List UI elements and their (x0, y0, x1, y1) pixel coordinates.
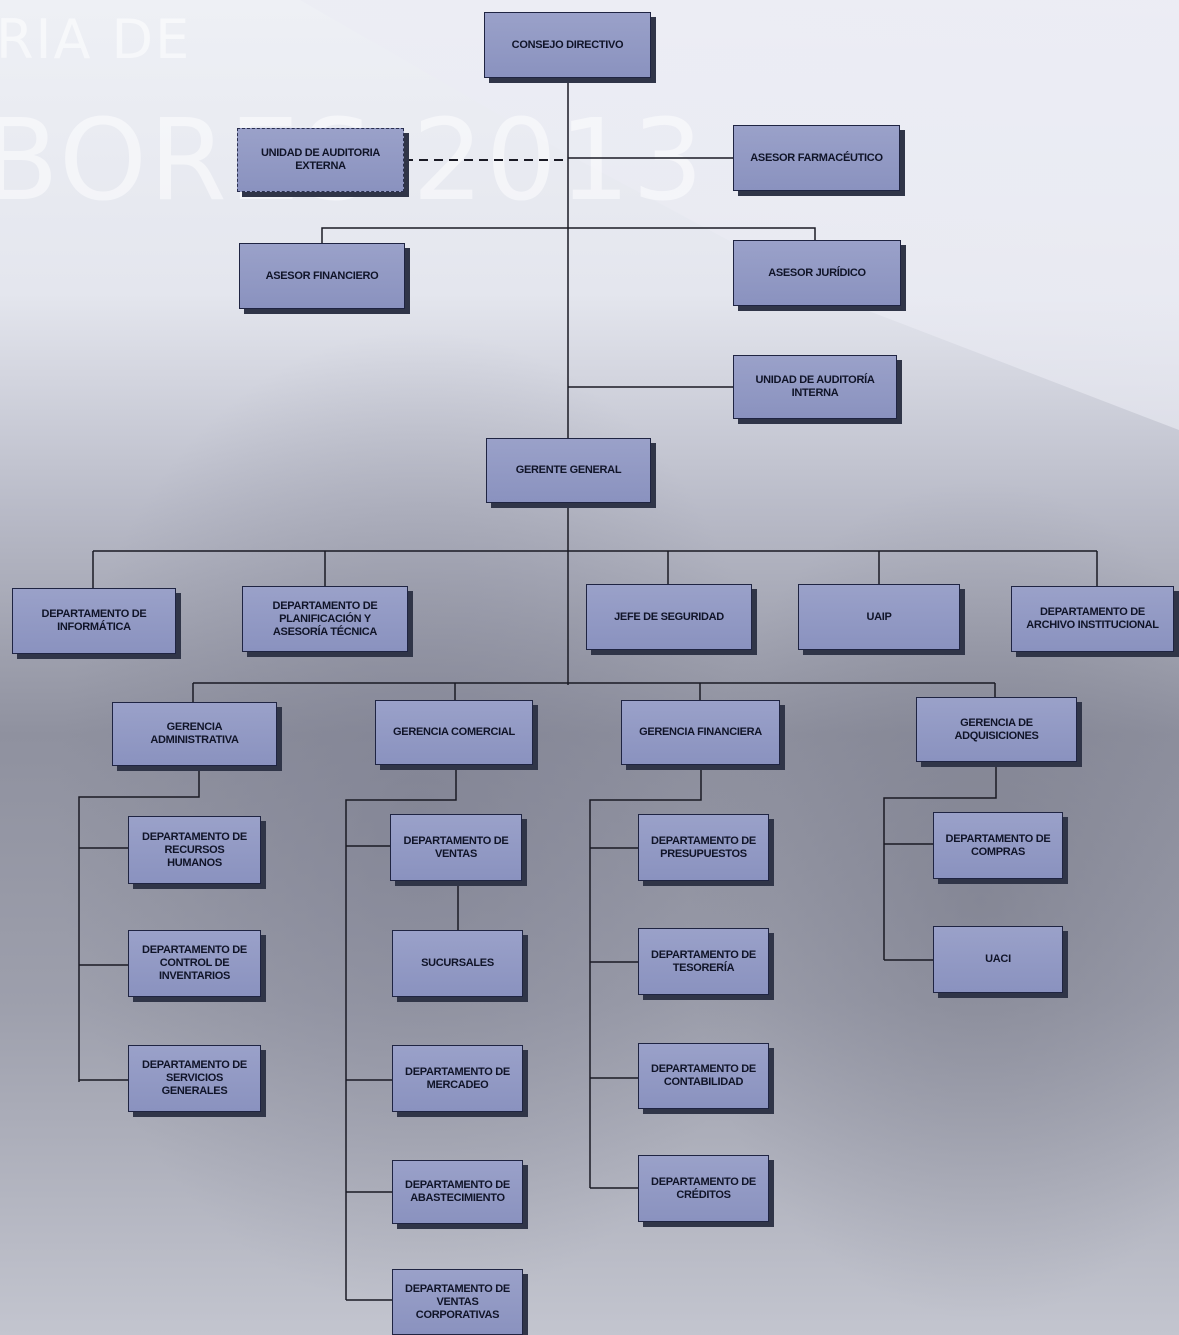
box-depto-tesoreria: DEPARTAMENTO DE TESORERÍA (638, 928, 769, 995)
box-uaci: UACI (933, 926, 1063, 993)
box-depto-servicios-generales: DEPARTAMENTO DE SERVICIOS GENERALES (128, 1045, 261, 1112)
box-asesor-farmaceutico: ASESOR FARMACÉUTICO (733, 125, 900, 191)
box-consejo-directivo: CONSEJO DIRECTIVO (484, 12, 651, 78)
box-depto-creditos: DEPARTAMENTO DE CRÉDITOS (638, 1155, 769, 1222)
box-gerencia-comercial: GERENCIA COMERCIAL (375, 700, 533, 765)
connector-asesores (321, 227, 816, 245)
box-depto-archivo: DEPARTAMENTO DE ARCHIVO INSTITUCIONAL (1011, 586, 1174, 652)
box-depto-ventas: DEPARTAMENTO DE VENTAS (390, 814, 522, 881)
box-uaip: UAIP (798, 584, 960, 650)
box-unidad-auditoria-interna: UNIDAD DE AUDITORÍA INTERNA (733, 355, 897, 419)
box-depto-recursos-humanos: DEPARTAMENTO DE RECURSOS HUMANOS (128, 816, 261, 884)
box-depto-mercadeo: DEPARTAMENTO DE MERCADEO (392, 1045, 523, 1112)
box-depto-contabilidad: DEPARTAMENTO DE CONTABILIDAD (638, 1043, 769, 1109)
box-gerente-general: GERENTE GENERAL (486, 438, 651, 503)
box-asesor-financiero: ASESOR FINANCIERO (239, 243, 405, 309)
box-depto-abastecimiento: DEPARTAMENTO DE ABASTECIMIENTO (392, 1160, 523, 1224)
box-depto-presupuestos: DEPARTAMENTO DE PRESUPUESTOS (638, 814, 769, 881)
box-sucursales: SUCURSALES (392, 930, 523, 997)
box-gerencia-adquisiciones: GERENCIA DE ADQUISICIONES (916, 697, 1077, 762)
box-depto-compras: DEPARTAMENTO DE COMPRAS (933, 812, 1063, 879)
background-watermark-line1: RIA DE (0, 8, 192, 71)
connector-admin-spine (78, 765, 200, 1082)
connector-comercial-spine (345, 765, 457, 1300)
box-jefe-seguridad: JEFE DE SEGURIDAD (586, 584, 752, 650)
box-unidad-auditoria-externa: UNIDAD DE AUDITORIA EXTERNA (237, 128, 404, 192)
box-gerencia-administrativa: GERENCIA ADMINISTRATIVA (112, 702, 277, 766)
connector-adquisiciones-spine (883, 762, 997, 960)
box-depto-control-inventarios: DEPARTAMENTO DE CONTROL DE INVENTARIOS (128, 930, 261, 997)
box-gerencia-financiera: GERENCIA FINANCIERA (621, 700, 780, 765)
box-depto-planificacion: DEPARTAMENTO DE PLANIFICACIÓN Y ASESORÍA… (242, 586, 408, 652)
connector-financiera-spine (589, 765, 702, 1188)
box-asesor-juridico: ASESOR JURÍDICO (733, 240, 901, 306)
box-depto-ventas-corporativas: DEPARTAMENTO DE VENTAS CORPORATIVAS (392, 1269, 523, 1335)
box-depto-informatica: DEPARTAMENTO DE INFORMÁTICA (12, 588, 176, 654)
